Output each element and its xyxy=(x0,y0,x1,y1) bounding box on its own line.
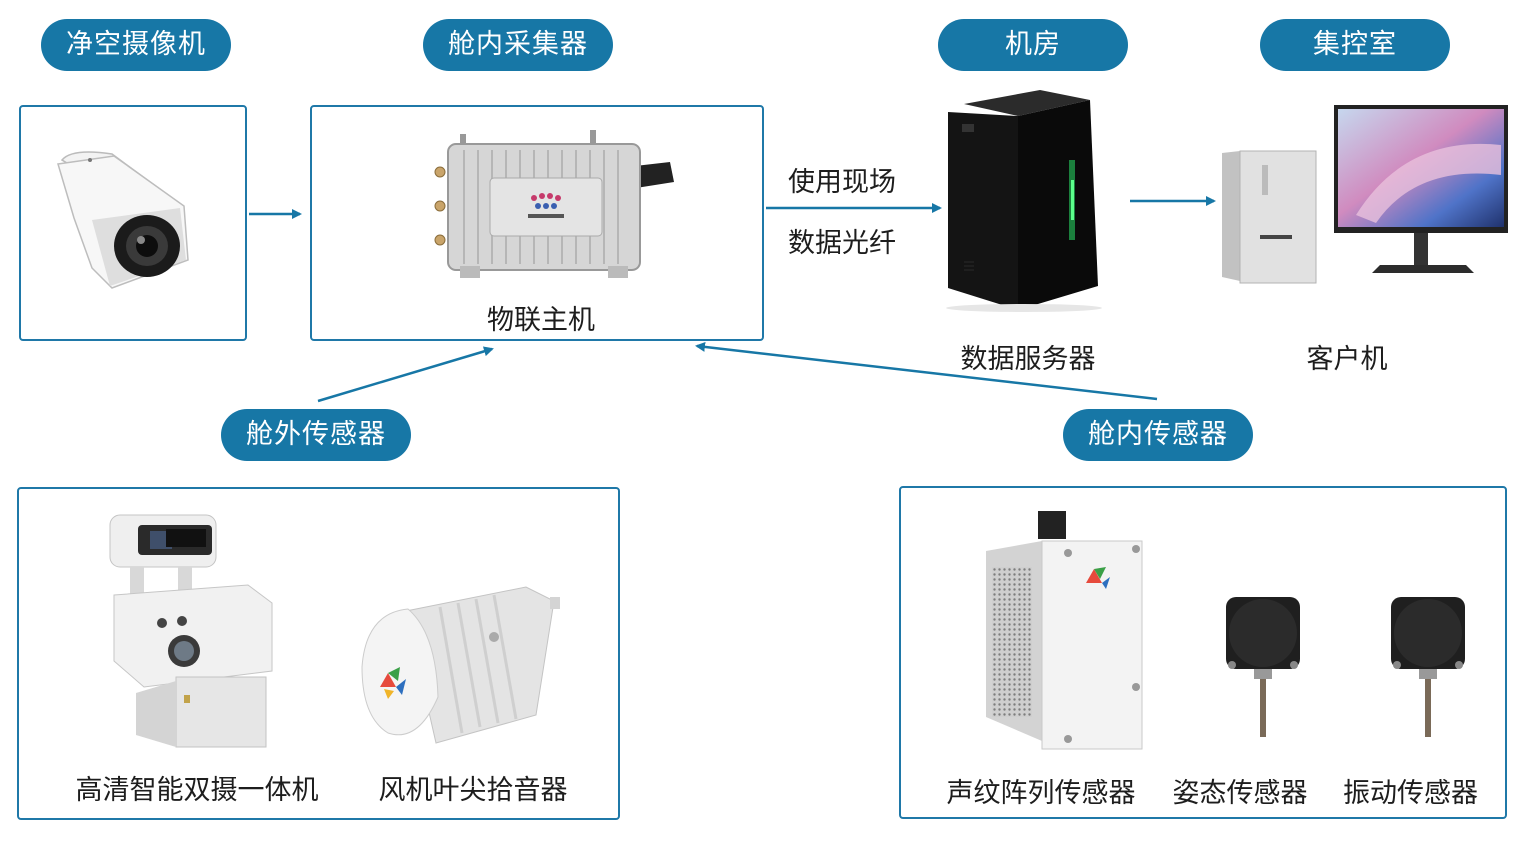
camera-icon xyxy=(57,151,189,289)
collector-box xyxy=(310,105,764,341)
link-text-line1: 使用现场 xyxy=(788,167,896,198)
client-pc-icon xyxy=(1222,105,1508,284)
outside-sensors-header: 舱外传感器 xyxy=(221,409,411,461)
arrow-icon xyxy=(695,341,1158,401)
camera-box xyxy=(19,105,247,341)
attitude-label: 姿态传感器 xyxy=(1172,778,1308,809)
client-label: 客户机 xyxy=(1306,344,1388,375)
link-text-line2: 数据光纤 xyxy=(788,228,896,259)
server-icon xyxy=(946,90,1102,312)
pickup-label: 风机叶尖拾音器 xyxy=(378,775,568,806)
iot-host-icon xyxy=(434,130,674,278)
dual-camera-label: 高清智能双摄一体机 xyxy=(75,775,319,806)
outside-sensors-box xyxy=(17,487,620,820)
pickup-icon xyxy=(361,586,560,744)
inside-sensors-header: 舱内传感器 xyxy=(1063,409,1253,461)
machine-room-header: 机房 xyxy=(938,19,1128,71)
acoustic-array-label: 声纹阵列传感器 xyxy=(946,778,1136,809)
acoustic-sensor-icon xyxy=(986,511,1143,750)
vibration-sensor-icon xyxy=(1391,597,1465,737)
camera-header: 净空摄像机 xyxy=(41,19,231,71)
attitude-sensor-icon xyxy=(1226,597,1300,737)
iot-host-label: 物联主机 xyxy=(487,305,595,336)
collector-header: 舱内采集器 xyxy=(423,19,613,71)
vibration-label: 振动传感器 xyxy=(1343,778,1478,809)
server-label: 数据服务器 xyxy=(960,344,1096,375)
inside-sensors-box xyxy=(899,486,1507,819)
dual-camera-icon xyxy=(109,514,273,748)
arrow-icon xyxy=(317,346,494,403)
control-room-header: 集控室 xyxy=(1260,19,1450,71)
